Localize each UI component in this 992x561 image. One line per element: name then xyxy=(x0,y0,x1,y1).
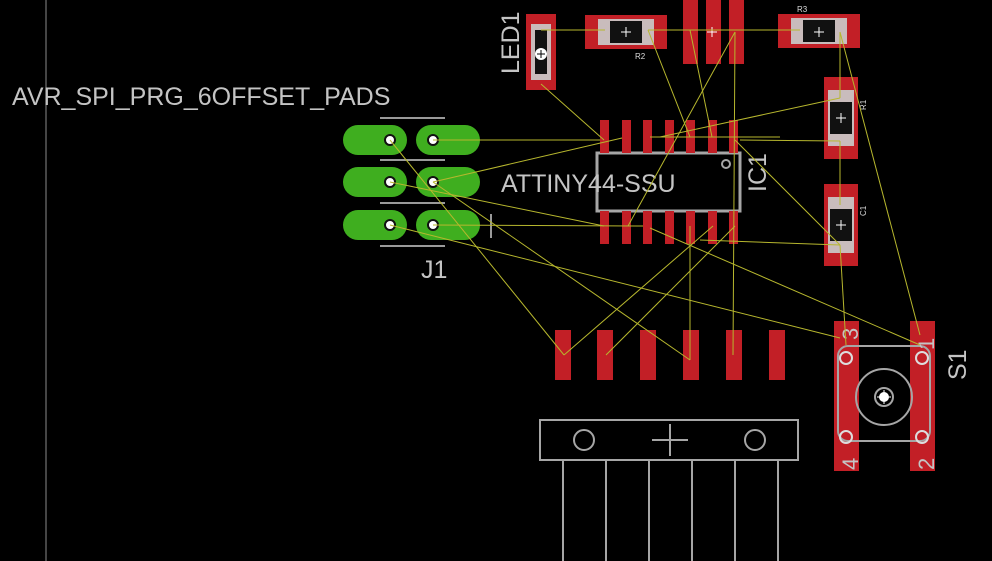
led-ref-label: LED1 xyxy=(497,11,525,74)
switch-s1[interactable] xyxy=(834,321,935,471)
ftdi-header-outline xyxy=(539,419,799,561)
ic1-pads-bottom[interactable] xyxy=(600,211,738,244)
switch-pin-4-label: 4 xyxy=(838,458,863,470)
r3-ref-label: R3 xyxy=(797,5,808,14)
r1-ref-label: R1 xyxy=(859,99,868,110)
j1-pad-3[interactable] xyxy=(343,167,407,197)
c1-ref-label: C1 xyxy=(859,205,868,216)
ratsnest-airwires xyxy=(389,29,921,361)
resistor-r1[interactable] xyxy=(824,77,858,159)
connector-j1[interactable] xyxy=(343,117,492,247)
connector-ref-label: J1 xyxy=(421,256,447,284)
resistor-r2[interactable] xyxy=(585,15,667,49)
ftdi-header-pads[interactable] xyxy=(555,330,785,380)
r2-ref-label: R2 xyxy=(635,52,646,61)
switch-ref-label: S1 xyxy=(944,349,972,380)
capacitor-c1[interactable] xyxy=(824,184,858,266)
led1[interactable] xyxy=(526,14,556,90)
j1-pad-5[interactable] xyxy=(343,210,407,240)
connector-name-label: AVR_SPI_PRG_6OFFSET_PADS xyxy=(12,83,390,111)
ic-name-label: ATTINY44-SSU xyxy=(501,170,676,198)
switch-pin-1-label: 1 xyxy=(914,338,939,350)
j1-pad-1[interactable] xyxy=(343,125,407,155)
switch-pin-3-label: 3 xyxy=(838,328,863,340)
switch-pin-2-label: 2 xyxy=(914,458,939,470)
resistor-r3[interactable] xyxy=(778,14,860,48)
